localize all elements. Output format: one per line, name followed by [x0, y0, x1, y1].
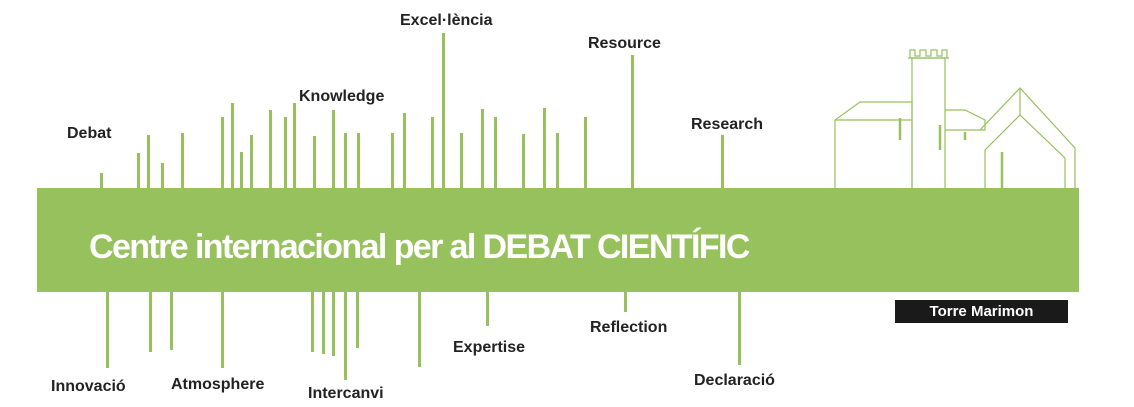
decorative-line: [431, 117, 434, 188]
decorative-line: [250, 135, 253, 188]
keyword-innovacio: Innovació: [51, 378, 126, 395]
decorative-line: [332, 110, 335, 188]
decorative-line: [137, 153, 140, 188]
keyword-research: Research: [691, 116, 764, 133]
decorative-line: [100, 173, 103, 188]
keyword-excellencia: Excel·lència: [400, 12, 493, 29]
keyword-debat: Debat: [67, 125, 112, 142]
decorative-line: [147, 135, 150, 188]
decorative-line: [170, 292, 173, 350]
keyword-atmosphere: Atmosphere: [171, 376, 265, 393]
decorative-line: [403, 113, 406, 188]
decorative-line: [181, 133, 184, 188]
decorative-line: [494, 117, 497, 188]
decorative-line: [221, 117, 224, 188]
decorative-line: [106, 292, 109, 368]
decorative-line: [391, 133, 394, 188]
keyword-intercanvi: Intercanvi: [308, 385, 384, 402]
banner-title: Centre internacional per al DEBAT CIENTÍ…: [89, 228, 750, 266]
decorative-line: [631, 55, 634, 188]
decorative-line: [584, 117, 587, 188]
decorative-line: [149, 292, 152, 352]
decorative-line: [357, 133, 360, 188]
keyword-reflection: Reflection: [590, 319, 668, 336]
decorative-line: [284, 117, 287, 188]
decorative-line: [543, 108, 546, 188]
decorative-line: [161, 163, 164, 188]
decorative-line: [418, 292, 421, 367]
decorative-line: [231, 103, 234, 188]
decorative-line: [221, 292, 224, 368]
decorative-line: [556, 133, 559, 188]
decorative-line: [269, 110, 272, 188]
keyword-knowledge: Knowledge: [299, 88, 385, 105]
decorative-line: [738, 292, 741, 365]
decorative-line: [624, 292, 627, 312]
decorative-line: [522, 134, 525, 188]
castle-tower-icon: [834, 49, 1076, 188]
keyword-resource: Resource: [588, 35, 661, 52]
decorative-line: [721, 135, 724, 188]
decorative-line: [442, 33, 445, 188]
decorative-line: [240, 152, 243, 188]
decorative-line: [460, 133, 463, 188]
decorative-line: [311, 292, 314, 352]
decorative-line: [486, 292, 489, 326]
decorative-line: [481, 109, 484, 188]
decorative-line: [344, 133, 347, 188]
decorative-line: [344, 292, 347, 380]
decorative-line: [322, 292, 325, 354]
decorative-line: [293, 103, 296, 188]
decorative-line: [332, 292, 335, 356]
title-band: [37, 188, 1079, 292]
keyword-expertise: Expertise: [453, 339, 526, 356]
decorative-line: [356, 292, 359, 348]
brand-label: Torre Marimon: [895, 300, 1068, 323]
keyword-declaracio: Declaració: [694, 372, 775, 389]
decorative-line: [313, 136, 316, 188]
